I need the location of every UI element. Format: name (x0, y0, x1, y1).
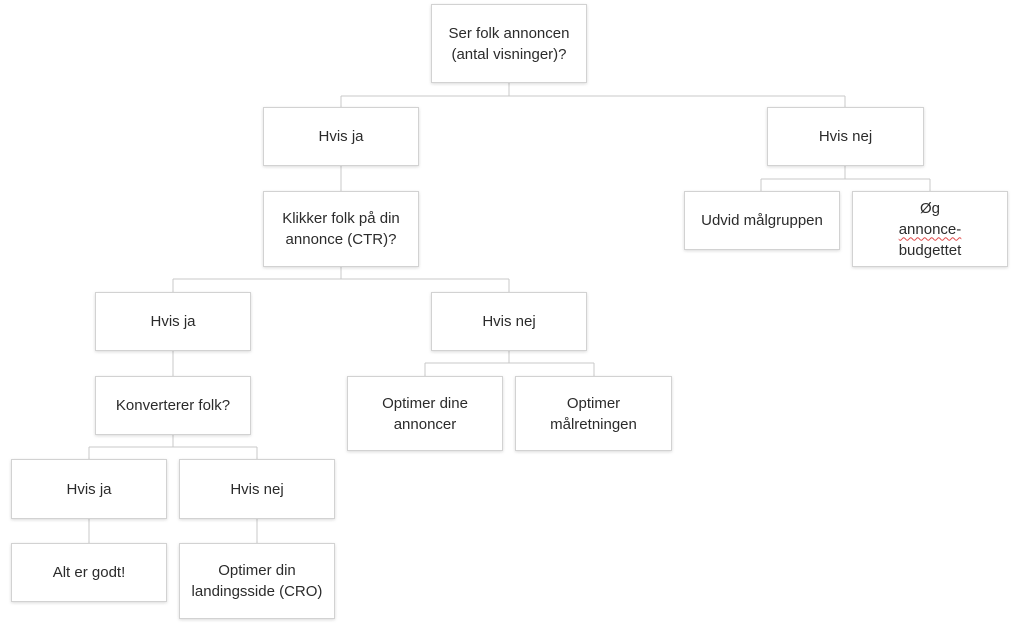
node-text: Udvid målgruppen (701, 212, 823, 229)
node-text-prefix: Øg (919, 199, 940, 217)
node-expand-audience: Udvid målgruppen (684, 191, 840, 250)
node-text: (antal visninger)? (451, 45, 567, 63)
node-text: Hvis ja (318, 128, 364, 145)
node-optimize-targeting: Optimer målretningen (515, 376, 672, 451)
node-if-yes-conversion: Hvis ja (11, 459, 167, 519)
node-text: Klikker folk på din (282, 210, 400, 227)
node-text: Hvis ja (150, 313, 196, 330)
node-root-question: Ser folk annoncen (antal visninger)? (431, 4, 587, 83)
node-text: Hvis nej (818, 128, 873, 145)
node-if-no-conversion: Hvis nej (179, 459, 335, 519)
node-text: Konverterer folk? (115, 397, 231, 414)
node-optimize-landing-page: Optimer din landingsside (CRO) (179, 543, 335, 619)
node-text: annonce (CTR)? (285, 231, 397, 248)
node-text: Alt er godt! (52, 564, 126, 581)
node-if-no-clicks: Hvis nej (431, 292, 587, 351)
node-text: Hvis nej (230, 480, 284, 498)
node-optimize-ads: Optimer dine annoncer (347, 376, 503, 451)
node-conversion-question: Konverterer folk? (95, 376, 251, 435)
node-if-yes-impressions: Hvis ja (263, 107, 419, 166)
node-text: landingsside (CRO) (191, 583, 323, 600)
node-text: Ser folk annoncen (448, 24, 570, 42)
node-text: Optimer (566, 394, 621, 412)
node-ctr-question: Klikker folk på din annonce (CTR)? (263, 191, 419, 267)
node-text: annoncer (393, 415, 457, 433)
node-text: Optimer din (218, 562, 296, 579)
node-text: Hvis nej (482, 313, 536, 330)
node-text: budgettet (898, 241, 962, 259)
node-text: Optimer dine (382, 394, 468, 412)
node-text: Øg annonce- (899, 198, 962, 240)
spellcheck-word: annonce- (898, 220, 962, 238)
node-if-no-impressions: Hvis nej (767, 107, 924, 166)
node-increase-budget: Øg annonce- budgettet (852, 191, 1008, 267)
node-if-yes-clicks: Hvis ja (95, 292, 251, 351)
node-text: Hvis ja (66, 480, 112, 498)
node-text: målretningen (550, 415, 637, 433)
node-all-good: Alt er godt! (11, 543, 167, 602)
